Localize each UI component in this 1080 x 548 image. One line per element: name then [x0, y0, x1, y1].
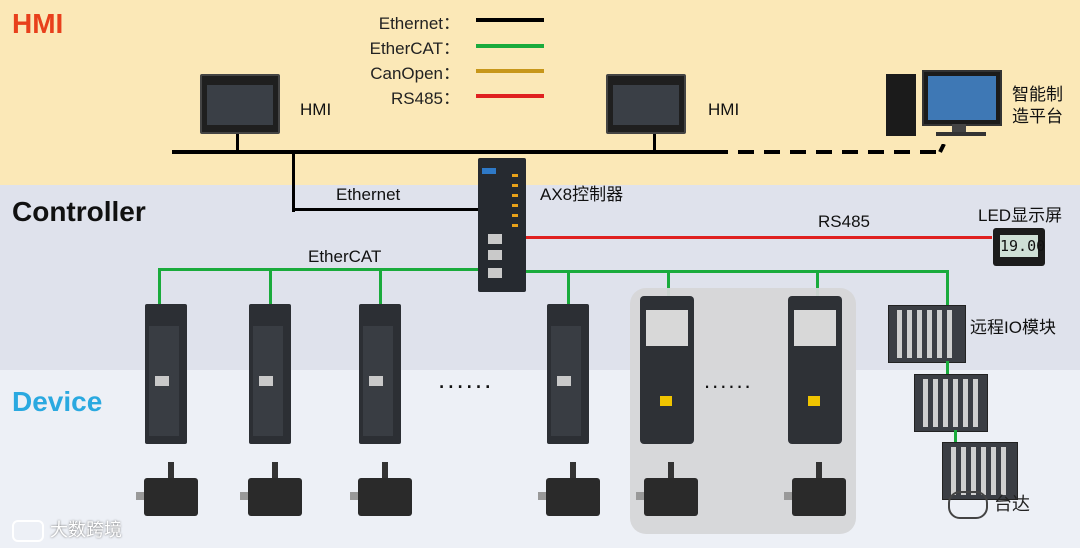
servo-drive-2	[249, 304, 291, 444]
led-display-label: LED显示屏	[978, 206, 1063, 225]
hmi-panel-right	[606, 74, 686, 134]
ethercat-drop-4	[567, 270, 570, 304]
led-display-value: 19.00	[1000, 235, 1046, 257]
ethercat-drop-1	[158, 268, 161, 304]
servo-drive-3	[359, 304, 401, 444]
vfd-ellipsis: ......	[704, 368, 753, 393]
ethernet-backbone	[172, 150, 712, 154]
hmi-right-label: HMI	[708, 100, 740, 119]
vfd-motor-2	[784, 462, 846, 516]
io-chain-2	[954, 430, 957, 444]
legend-ethernet-label: Ethernet：	[378, 14, 460, 33]
hmi-panel-left	[200, 74, 280, 134]
legend-canopen-label: CanOpen：	[370, 64, 460, 83]
remote-io-label: 远程IO模块	[970, 318, 1056, 337]
wechat-icon	[948, 491, 988, 520]
legend-rs485-line	[476, 94, 544, 98]
ethercat-drop-6	[816, 270, 819, 304]
platform-label: 智能制 造平台	[1012, 85, 1063, 126]
hmi-zone-title: HMI	[12, 8, 64, 39]
legend-ethercat-label: EtherCAT：	[369, 39, 460, 58]
ethercat-drop-3	[379, 268, 382, 304]
servo-motor-2	[240, 462, 302, 516]
ethercat-drop-2	[269, 268, 272, 304]
hmi-right-drop	[653, 128, 656, 152]
vfd-drive-1	[640, 296, 694, 444]
ethernet-to-controller-v	[292, 150, 295, 212]
ax8-controller	[478, 158, 526, 292]
controller-label: AX8控制器	[540, 185, 624, 204]
drives-ellipsis: ......	[438, 364, 494, 394]
watermark-right: 台达	[948, 490, 1030, 520]
hmi-left-label: HMI	[300, 100, 332, 119]
servo-motor-1	[136, 462, 198, 516]
remote-io-module-3	[942, 442, 1018, 500]
servo-drive-4	[547, 304, 589, 444]
legend-canopen-line	[476, 69, 544, 73]
ethernet-link-label: Ethernet	[336, 185, 401, 204]
io-chain-1	[946, 361, 949, 375]
rs485-link	[526, 236, 992, 239]
vfd-motor-1	[636, 462, 698, 516]
controller-zone-title: Controller	[12, 196, 146, 227]
vfd-drive-2	[788, 296, 842, 444]
device-zone-title: Device	[12, 386, 103, 417]
watermark-logo-icon	[12, 520, 44, 543]
hmi-left-drop	[236, 128, 239, 152]
ethercat-bus-label: EtherCAT	[308, 247, 382, 266]
servo-motor-4	[538, 462, 600, 516]
servo-drive-1	[145, 304, 187, 444]
ethercat-bus-right	[526, 270, 948, 273]
ethernet-to-controller-h	[292, 208, 478, 211]
legend-ethercat-line	[476, 44, 544, 48]
ethercat-drop-5	[667, 270, 670, 304]
led-display: 19.00	[993, 228, 1045, 266]
legend-ethernet-line	[476, 18, 544, 22]
ethercat-drop-io	[946, 270, 949, 306]
legend-rs485-label: RS485：	[391, 89, 460, 108]
ethercat-bus-left	[158, 268, 478, 271]
remote-io-module-2	[914, 374, 988, 432]
servo-motor-3	[350, 462, 412, 516]
rs485-link-label: RS485	[818, 212, 870, 231]
remote-io-module-1	[888, 305, 966, 363]
watermark-left: 大数跨境	[12, 516, 122, 543]
ethernet-dashed-link	[712, 144, 946, 154]
